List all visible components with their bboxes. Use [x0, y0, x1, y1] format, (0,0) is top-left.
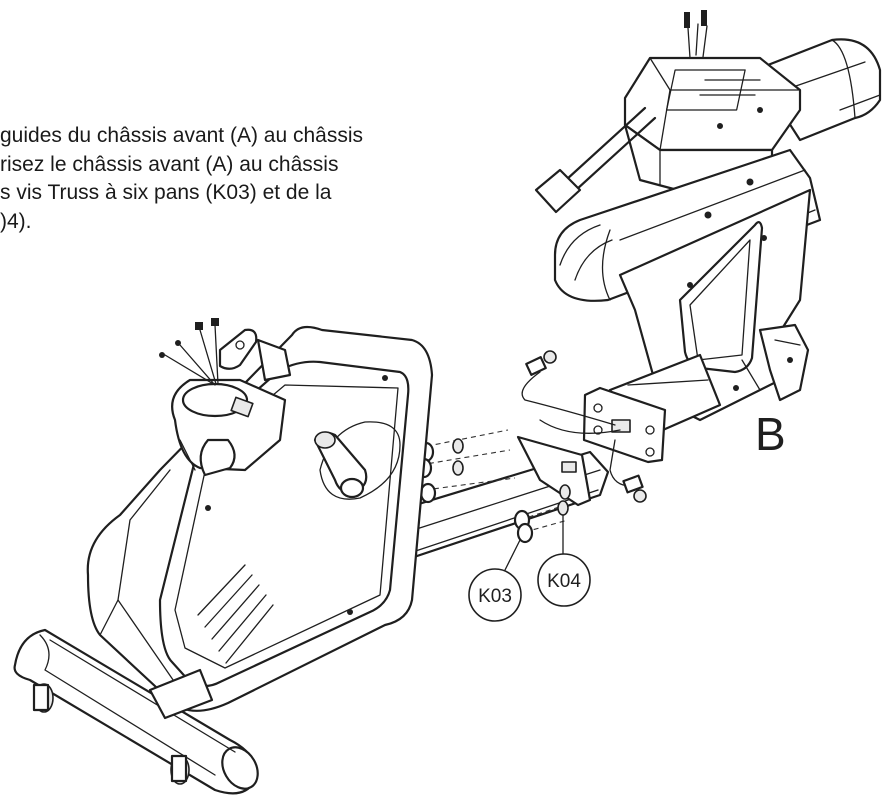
- k04-label: K04: [547, 571, 581, 592]
- rear-frame-a: [86, 318, 610, 712]
- instruction-line-4: )4).: [0, 209, 32, 233]
- frame-b-label: B: [755, 408, 786, 460]
- instruction-text: guides du châssis avant (A) au châssis r…: [0, 122, 520, 236]
- callout-k03: K03: [468, 539, 522, 622]
- callout-k04: K04: [537, 514, 591, 607]
- instruction-line-3: s vis Truss à six pans (K03) et de la: [0, 181, 332, 204]
- rear-stabilizer: [13, 628, 259, 795]
- callout-b: B: [741, 359, 786, 460]
- k03-label: K03: [478, 586, 512, 607]
- front-frame-b: [521, 10, 882, 503]
- instruction-line-2: risez le châssis avant (A) au châssis: [0, 152, 339, 176]
- instruction-line-1: guides du châssis avant (A) au châssis: [0, 124, 364, 147]
